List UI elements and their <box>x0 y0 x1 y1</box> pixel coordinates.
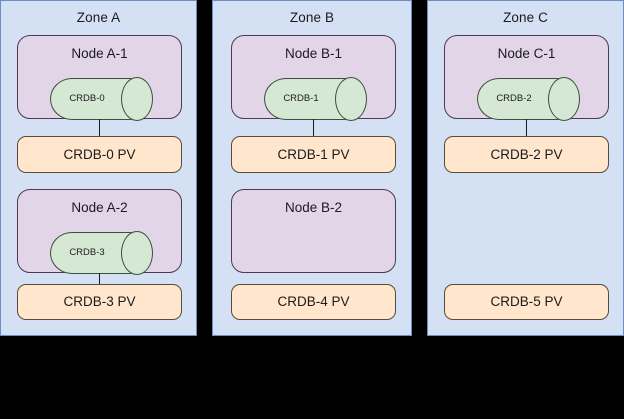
node-a-2[interactable]: Node A-2 CRDB-3 <box>17 189 182 275</box>
node-b-2[interactable]: Node B-2 <box>231 189 396 273</box>
pv-crdb-1[interactable]: CRDB-1 PV <box>231 136 396 173</box>
node-c-1-label: Node C-1 <box>497 46 556 61</box>
database-cylinder-crdb-0[interactable]: CRDB-0 <box>50 77 153 121</box>
pv-crdb-0[interactable]: CRDB-0 PV <box>17 136 182 173</box>
node-b-1-label: Node B-1 <box>284 46 343 61</box>
cylinder-cap <box>335 77 367 121</box>
zone-title-a: Zone A <box>76 10 121 25</box>
pv-crdb-2[interactable]: CRDB-2 PV <box>444 136 609 173</box>
node-c-1[interactable]: Node C-1 CRDB-2 <box>444 35 609 121</box>
node-a-1-label: Node A-1 <box>71 46 128 61</box>
database-cylinder-crdb-1[interactable]: CRDB-1 <box>264 77 367 121</box>
database-label-crdb-0: CRDB-0 <box>69 93 105 104</box>
database-cylinder-crdb-3[interactable]: CRDB-3 <box>50 231 153 275</box>
database-cylinder-crdb-2[interactable]: CRDB-2 <box>477 77 580 121</box>
connector-crdb-3-to-pv <box>99 273 100 284</box>
node-a-1[interactable]: Node A-1 CRDB-0 <box>17 35 182 121</box>
zone-container-a: Zone A Node A-1 CRDB-0 CRDB-0 PV Node A-… <box>0 0 197 336</box>
pv-label-crdb-3: CRDB-3 PV <box>63 294 136 309</box>
cylinder-cap <box>548 77 580 121</box>
zone-container-c: Zone C Node C-1 CRDB-2 CRDB-2 PV CRDB-5 … <box>427 0 624 336</box>
database-label-crdb-2: CRDB-2 <box>496 93 532 104</box>
zone-title-b: Zone B <box>289 10 335 25</box>
pv-crdb-5[interactable]: CRDB-5 PV <box>444 284 609 320</box>
database-label-crdb-3: CRDB-3 <box>69 247 105 258</box>
pv-label-crdb-0: CRDB-0 PV <box>63 146 136 162</box>
node-b-1[interactable]: Node B-1 CRDB-1 <box>231 35 396 121</box>
cylinder-cap <box>121 231 153 275</box>
pv-label-crdb-2: CRDB-2 PV <box>490 146 563 162</box>
connector-crdb-2-to-pv <box>526 119 527 136</box>
node-a-2-label: Node A-2 <box>71 200 128 215</box>
zone-title-c: Zone C <box>503 10 548 25</box>
pv-crdb-4[interactable]: CRDB-4 PV <box>231 284 396 320</box>
pv-label-crdb-5: CRDB-5 PV <box>490 294 563 309</box>
zone-container-b: Zone B Node B-1 CRDB-1 CRDB-1 PV Node B-… <box>212 0 412 336</box>
pv-label-crdb-1: CRDB-1 PV <box>277 146 350 162</box>
database-label-crdb-1: CRDB-1 <box>283 93 319 104</box>
pv-crdb-3[interactable]: CRDB-3 PV <box>17 284 182 320</box>
connector-crdb-0-to-pv <box>99 119 100 136</box>
cylinder-cap <box>121 77 153 121</box>
node-b-2-label: Node B-2 <box>284 200 343 215</box>
pv-label-crdb-4: CRDB-4 PV <box>277 294 350 309</box>
connector-crdb-1-to-pv <box>313 119 314 136</box>
